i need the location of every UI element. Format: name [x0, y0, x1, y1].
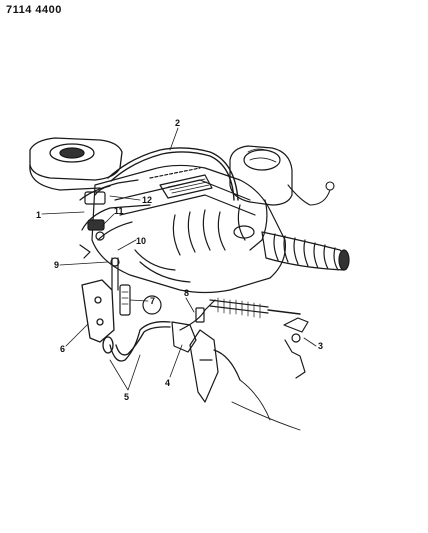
floor-lines [231, 379, 301, 431]
hose-part-5 [102, 321, 171, 362]
diagram-id-code: 7114 4400 [6, 4, 62, 16]
callout-labels: 1 2 3 4 5 6 7 8 9 10 11 12 [36, 118, 323, 402]
callout-12: 12 [142, 195, 152, 205]
post-part-9 [110, 257, 120, 291]
throttle-cable-right [287, 181, 335, 206]
sensor-part-7 [119, 284, 162, 316]
callout-9: 9 [54, 260, 59, 270]
corrugated-boot [261, 231, 350, 271]
turbo-housing [229, 145, 293, 251]
callout-11: 11 [114, 206, 124, 216]
linkage-part-3 [283, 317, 309, 379]
callout-6: 6 [60, 344, 65, 354]
callout-5: 5 [124, 392, 129, 402]
bracket-part-6 [81, 279, 115, 343]
callout-leaders [41, 127, 317, 391]
callout-2: 2 [175, 118, 180, 128]
callout-3: 3 [318, 341, 323, 351]
callout-4: 4 [165, 378, 170, 388]
engine-block [91, 164, 287, 294]
callout-7: 7 [150, 296, 155, 306]
callout-1: 1 [36, 210, 41, 220]
actuator-assembly [171, 297, 301, 353]
part-2-cable [107, 147, 239, 201]
lower-mount-plate [189, 329, 241, 403]
air-cleaner-housing [29, 137, 123, 191]
switch-cluster [79, 191, 106, 259]
callout-10: 10 [136, 236, 146, 246]
cable-harness-left [79, 179, 151, 241]
callout-8: 8 [184, 288, 189, 298]
